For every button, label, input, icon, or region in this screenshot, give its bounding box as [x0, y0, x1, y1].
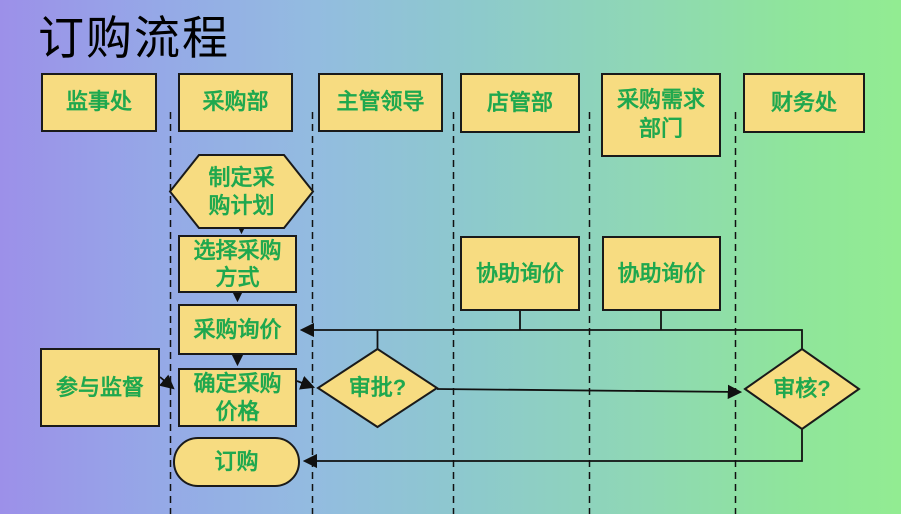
lane-header-label: 财务处 — [770, 89, 837, 115]
lane-header-label: 主管领导 — [336, 89, 425, 115]
node-inquiry: 采购询价 — [178, 304, 297, 355]
node-review-label: 审核? — [745, 375, 859, 403]
node-label-line: 方式 — [215, 265, 260, 290]
node-label: 订购 — [214, 449, 259, 475]
node-label: 协助询价 — [617, 260, 706, 286]
node-label: 协助询价 — [475, 260, 564, 286]
node-assist-inquiry-demand: 协助询价 — [602, 236, 721, 311]
node-label-line: 购计划 — [208, 192, 275, 218]
lane-header-purchasing-dept: 采购部 — [178, 73, 293, 132]
lane-header-label: 采购部 — [202, 89, 269, 115]
page-title: 订购流程 — [38, 11, 230, 65]
node-label-line: 价格 — [215, 398, 260, 424]
connector-price-to-approve — [296, 375, 316, 390]
node-set-price: 确定采购 价格 — [178, 368, 297, 427]
lane-header-label: 店管部 — [486, 89, 553, 115]
lane-header-supervisory-office: 监事处 — [41, 73, 157, 132]
node-label: 审核? — [773, 376, 831, 402]
lane-header-supervisor-leader: 主管领导 — [318, 73, 443, 132]
node-supervise: 参与监督 — [40, 348, 160, 427]
node-label: 采购询价 — [193, 316, 282, 342]
node-assist-inquiry-store: 协助询价 — [460, 236, 580, 311]
lane-header-purchase-demand-dept: 采购需求部门 — [601, 73, 721, 157]
node-approve-label: 审批? — [318, 374, 437, 402]
node-label: 参与监督 — [55, 374, 144, 400]
node-make-plan-label: 制定采 购计划 — [178, 157, 305, 226]
node-order: 订购 — [173, 437, 300, 487]
connector-review-to-order — [302, 429, 803, 469]
node-label-line: 确定采购 — [193, 371, 282, 396]
lane-header-store-mgmt-dept: 店管部 — [460, 73, 580, 133]
connector-supervise-to-price — [159, 374, 175, 390]
node-label: 审批? — [348, 375, 407, 401]
lane-header-label: 采购需求部门 — [616, 87, 705, 141]
lane-header-label: 监事处 — [65, 89, 132, 115]
node-select-method: 选择采购 方式 — [178, 235, 297, 293]
connector-approve-to-review — [436, 384, 743, 400]
connector-return-to-inquiry — [299, 322, 803, 349]
node-label-line: 选择采购 — [193, 237, 282, 263]
node-label-line: 制定采 — [208, 165, 275, 190]
lane-header-finance-office: 财务处 — [743, 73, 865, 133]
